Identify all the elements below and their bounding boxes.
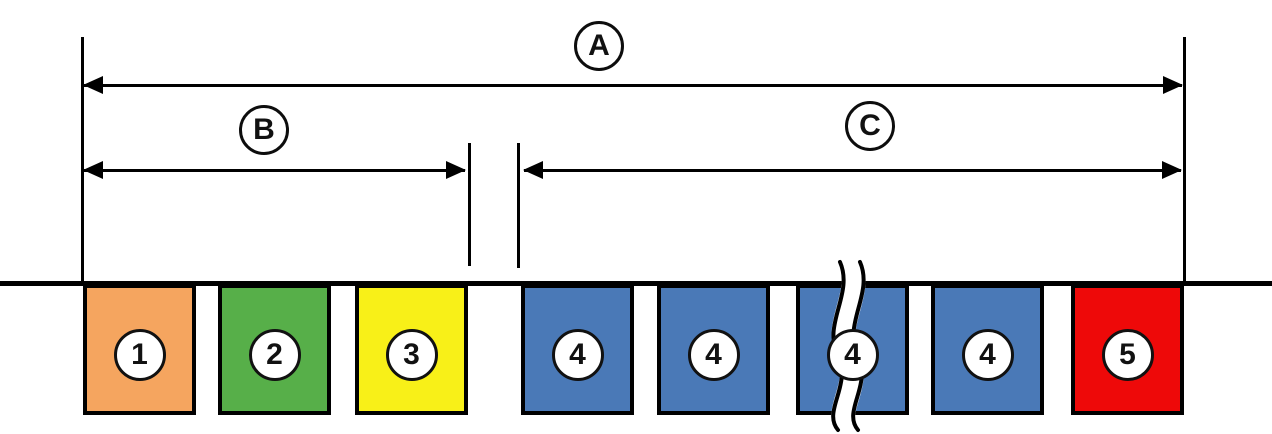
block-4a-number-badge: 4 xyxy=(551,328,604,381)
block-4b-label: 4 xyxy=(705,337,722,371)
block-4b-number-badge: 4 xyxy=(687,328,740,381)
block-1-label: 1 xyxy=(131,337,148,371)
block-2: 2 xyxy=(218,284,331,415)
dimension-line-b xyxy=(83,161,466,179)
block-4a: 4 xyxy=(521,284,634,415)
arrowhead-right-icon xyxy=(1163,76,1183,94)
arrowhead-left-icon xyxy=(523,161,543,179)
block-5-number-badge: 5 xyxy=(1101,328,1154,381)
dimension-label-c-text: C xyxy=(859,109,881,142)
dimension-label-c: C xyxy=(845,101,895,151)
block-4c-label: 4 xyxy=(844,337,861,371)
arrowhead-right-icon xyxy=(1162,161,1182,179)
block-5: 5 xyxy=(1071,284,1184,415)
block-4d: 4 xyxy=(931,284,1044,415)
block-3: 3 xyxy=(355,284,468,415)
block-4d-number-badge: 4 xyxy=(961,328,1014,381)
block-3-number-badge: 3 xyxy=(385,328,438,381)
block-4c-number-badge: 4 xyxy=(826,328,879,381)
dimension-label-a: A xyxy=(574,21,624,71)
arrowhead-left-icon xyxy=(83,76,103,94)
arrowhead-left-icon xyxy=(83,161,103,179)
arrowhead-right-icon xyxy=(446,161,466,179)
mid-extension-line-c xyxy=(517,143,520,268)
right-extension-line xyxy=(1183,37,1186,284)
block-4d-label: 4 xyxy=(979,337,996,371)
block-1: 1 xyxy=(83,284,196,415)
dimension-line-a xyxy=(83,76,1183,94)
dimension-label-a-text: A xyxy=(588,29,610,62)
dimension-label-b-text: B xyxy=(253,113,275,146)
dimension-line-c xyxy=(523,161,1182,179)
dimension-label-b: B xyxy=(239,105,289,155)
mid-extension-line-b xyxy=(468,143,471,266)
block-1-number-badge: 1 xyxy=(113,328,166,381)
block-4a-label: 4 xyxy=(569,337,586,371)
block-5-label: 5 xyxy=(1119,337,1136,371)
block-2-label: 2 xyxy=(266,337,283,371)
block-2-number-badge: 2 xyxy=(248,328,301,381)
block-4b: 4 xyxy=(657,284,770,415)
left-extension-line xyxy=(81,37,84,284)
baseline xyxy=(0,281,1272,286)
block-3-label: 3 xyxy=(403,337,420,371)
